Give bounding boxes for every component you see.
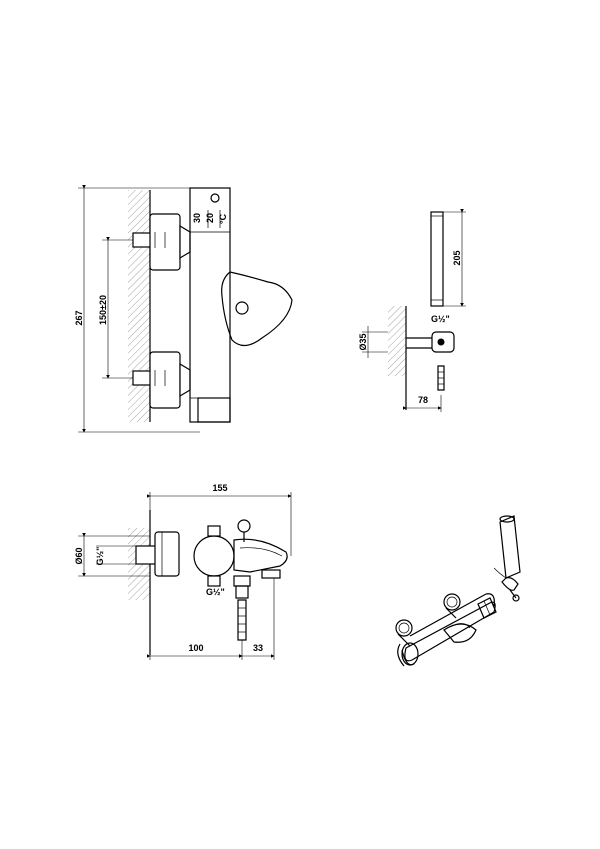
outlet-thread-label: G½" [206, 587, 225, 597]
inlet-thread-label: G½" [95, 547, 105, 566]
spout-front [221, 271, 293, 347]
iso-temperature-knob [477, 597, 497, 619]
dim-inlet-spacing: 150±20 [98, 295, 108, 325]
outlet-hose [237, 599, 247, 641]
side-inlet-nut [154, 531, 180, 577]
dim-total-depth: 155 [212, 483, 227, 493]
hand-shower-head [430, 211, 444, 307]
mixer-body-side [193, 535, 235, 577]
iso-left-inlet [395, 619, 413, 647]
spout-side [233, 538, 288, 573]
isometric-view [395, 515, 521, 667]
shower-hose-end [437, 365, 445, 391]
diverter-knob-side [237, 519, 251, 533]
dim-depth-to-outlet: 100 [188, 643, 203, 653]
iso-right-inlet [443, 593, 461, 619]
dim-holder-offset: 78 [418, 395, 428, 405]
dim-shower-length: 205 [452, 250, 462, 265]
temp-label-unit: °C [218, 213, 228, 224]
side-view: G½" 155 Ø60 G½" 100 33 [74, 483, 292, 660]
dim-body-diameter: Ø60 [74, 547, 84, 564]
dim-outlet-offset: 33 [253, 643, 263, 653]
diverter-knob [235, 301, 249, 315]
front-view: 30 20 °C 267 150±20 [74, 185, 293, 433]
shower-connection-label: G½" [431, 314, 450, 324]
iso-spout [443, 623, 477, 643]
hand-shower-view: 205 G½" Ø35 78 [358, 209, 466, 412]
temp-label-low: 30 [192, 213, 202, 223]
side-inlet-connector [135, 545, 157, 565]
wall-hatch-front [128, 190, 150, 422]
temperature-knob-marker [210, 193, 220, 203]
dim-total-height: 267 [74, 310, 84, 325]
iso-hand-shower [493, 515, 521, 602]
temp-label-high: 20 [205, 213, 215, 223]
dim-holder-diameter: Ø35 [358, 333, 368, 350]
wall-hatch-shower [388, 306, 406, 376]
